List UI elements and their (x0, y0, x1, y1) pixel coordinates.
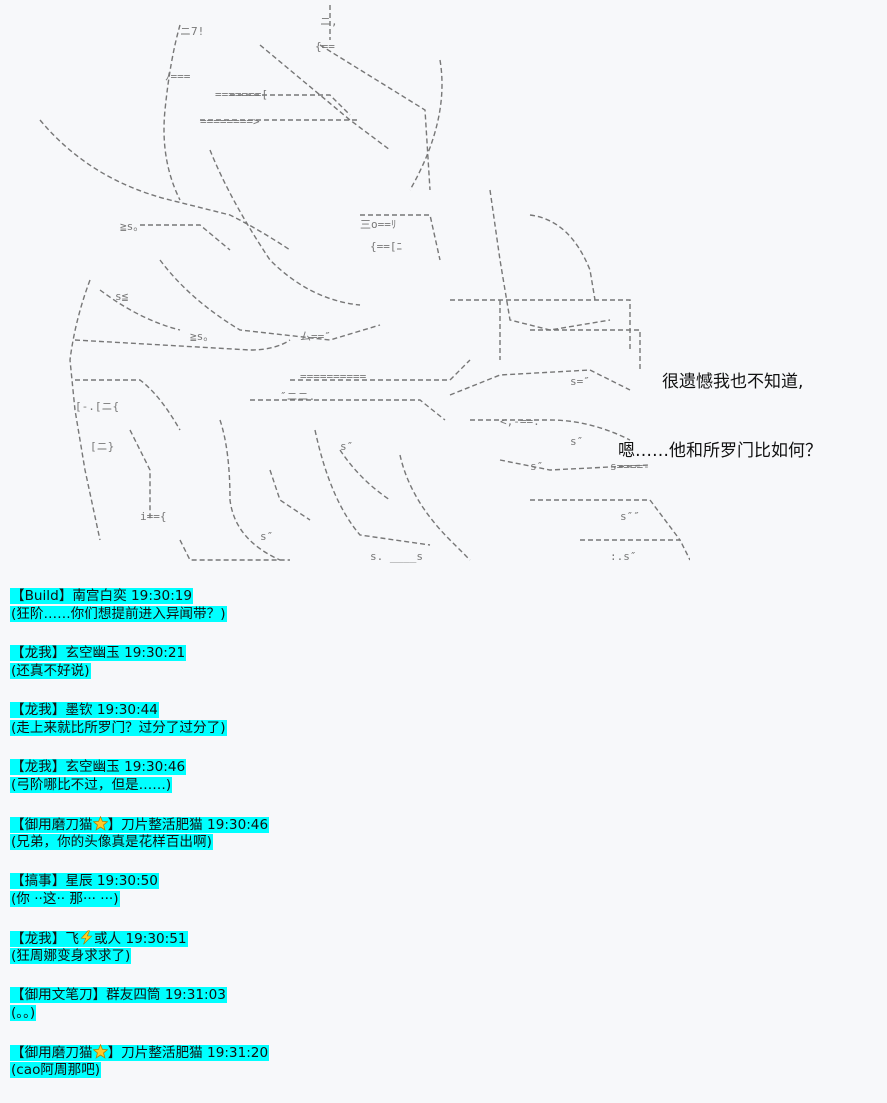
user-name: 南宫白奕 (72, 588, 127, 604)
user-name-suffix: 或人 (93, 931, 122, 947)
chat-message: 【龙我】玄空幽玉 19:30:21 (还真不好说) (10, 645, 880, 681)
svg-text:ニ7!: ニ7! (180, 25, 204, 38)
message-header: 【龙我】玄空幽玉 19:30:21 (10, 645, 187, 661)
speech-text: 很遗憾我也不知道, 嗯……他和所罗门比如何？ (618, 325, 878, 486)
timestamp: 19:30:46 (207, 817, 269, 833)
user-tag: 【御用磨刀猫】 (11, 816, 122, 833)
svg-text:[-.[ニ{: [-.[ニ{ (75, 400, 119, 413)
user-tag-suffix: 】 (107, 817, 122, 833)
svg-text:s. ____s: s. ____s (370, 550, 423, 563)
svg-text:ニ,: ニ, (320, 15, 338, 28)
svg-text:[ニ}: [ニ} (90, 440, 114, 453)
timestamp: 19:31:03 (164, 987, 226, 1003)
svg-text:s″: s″ (260, 530, 273, 543)
message-text: (你 ··这·· 那··· ···) (10, 891, 120, 907)
user-name: 飞或人 (65, 930, 122, 947)
speech-line-1: 很遗憾我也不知道, (662, 372, 804, 392)
message-text: (狂周娜变身求求了) (10, 948, 132, 964)
chat-message: 【龙我】飞或人 19:30:51 (狂周娜变身求求了) (10, 930, 880, 966)
timestamp: 19:30:21 (124, 645, 186, 661)
svg-text:=======[: =======[ (215, 88, 268, 101)
lightning-icon (80, 930, 93, 945)
user-tag: 【搞事】 (11, 873, 66, 889)
user-name: 玄空幽玉 (65, 759, 120, 775)
svg-text:s≦: s≦ (115, 290, 129, 303)
user-tag: 【御用文笔刀】 (11, 987, 107, 1003)
speech-line-2: 嗯……他和所罗门比如何？ (618, 441, 822, 461)
svg-text:{==[ﾆ: {==[ﾆ (370, 240, 402, 253)
timestamp: 19:30:46 (124, 759, 186, 775)
user-name: 群友四筒 (106, 987, 161, 1003)
svg-text:s″: s″ (570, 435, 583, 448)
svg-text:三o==ﾘ: 三o==ﾘ (360, 218, 396, 231)
user-tag: 【龙我】 (11, 702, 66, 718)
user-name: 墨钦 (65, 702, 93, 718)
svg-text:s″: s″ (530, 460, 543, 473)
user-tag: 【龙我】 (11, 931, 66, 947)
message-header: 【Build】南宫白奕 19:30:19 (10, 588, 194, 604)
user-name: 星辰 (65, 873, 93, 889)
timestamp: 19:30:51 (125, 931, 187, 947)
message-header: 【龙我】飞或人 19:30:51 (10, 930, 188, 947)
timestamp: 19:30:19 (131, 588, 193, 604)
svg-text:≧s。: ≧s。 (120, 220, 144, 233)
svg-text:″ニニ.: ″ニニ. (280, 390, 315, 403)
user-tag: 【龙我】 (11, 645, 66, 661)
timestamp: 19:30:44 (96, 702, 158, 718)
chat-message: 【龙我】玄空幽玉 19:30:46 (弓阶哪比不过，但是……) (10, 759, 880, 795)
user-tag: 【Build】 (11, 588, 73, 604)
message-text: (。。) (10, 1005, 37, 1021)
user-name-prefix: 飞 (65, 931, 79, 947)
svg-text:≧s。: ≧s。 (190, 330, 214, 343)
message-text: (弓阶哪比不过，但是……) (10, 777, 173, 793)
svg-text:s″″: s″″ (620, 510, 640, 523)
user-tag-prefix: 【御用磨刀猫 (11, 1045, 93, 1061)
chat-message: 【御用磨刀猫】刀片整活肥猫 19:30:46 (兄弟，你的头像真是花样百出啊) (10, 816, 880, 852)
user-name: 刀片整活肥猫 (121, 1045, 203, 1061)
svg-text::.s″: :.s″ (610, 550, 637, 563)
chat-message: 【Build】南宫白奕 19:30:19 (狂阶……你们想提前进入异闻带？) (10, 588, 880, 624)
svg-text:s=″: s=″ (570, 375, 590, 388)
message-header: 【御用磨刀猫】刀片整活肥猫 19:30:46 (10, 816, 270, 833)
message-text: (cao阿周那吧) (10, 1062, 102, 1078)
svg-text:s″: s″ (340, 440, 353, 453)
star-icon (92, 1044, 108, 1059)
svg-text:{==: {== (315, 40, 335, 53)
timestamp: 19:30:50 (96, 873, 158, 889)
message-header: 【龙我】玄空幽玉 19:30:46 (10, 759, 187, 775)
message-header: 【搞事】星辰 19:30:50 (10, 873, 159, 889)
user-name: 玄空幽玉 (65, 645, 120, 661)
message-text: (还真不好说) (10, 663, 91, 679)
message-header: 【御用磨刀猫】刀片整活肥猫 19:31:20 (10, 1044, 270, 1061)
message-text: (狂阶……你们想提前进入异闻带？) (10, 606, 227, 622)
chat-message: 【搞事】星辰 19:30:50 (你 ··这·· 那··· ···) (10, 873, 880, 909)
message-header: 【龙我】墨钦 19:30:44 (10, 702, 159, 718)
svg-text:ﾉ===: ﾉ=== (165, 70, 191, 83)
message-text: (兄弟，你的头像真是花样百出啊) (10, 834, 213, 850)
star-icon (92, 816, 108, 831)
svg-text:i=={: i=={ (140, 510, 167, 523)
user-tag-suffix: 】 (107, 1045, 122, 1061)
message-header: 【御用文笔刀】群友四筒 19:31:03 (10, 987, 227, 1003)
svg-text:==========: ========== (300, 370, 367, 383)
svg-text:ム==″: ム==″ (300, 330, 331, 343)
ascii-art-illustration: ニ7! ニ, {== ﾉ=== =======[ ========> ≧s。 三… (30, 0, 691, 575)
user-tag-prefix: 【御用磨刀猫 (11, 817, 93, 833)
timestamp: 19:31:20 (207, 1045, 269, 1061)
svg-text:========>: ========> (200, 115, 260, 128)
chat-message: 【龙我】墨钦 19:30:44 (走上来就比所罗门？过分了过分了) (10, 702, 880, 738)
chat-message: 【御用文笔刀】群友四筒 19:31:03 (。。) (10, 987, 880, 1023)
user-tag: 【龙我】 (11, 759, 66, 775)
user-name: 刀片整活肥猫 (121, 817, 203, 833)
user-tag: 【御用磨刀猫】 (11, 1044, 122, 1061)
svg-text:s====-: s====- (610, 460, 650, 473)
chat-log: 【Build】南宫白奕 19:30:19 (狂阶……你们想提前进入异闻带？) 【… (10, 588, 880, 1101)
chat-message: 【御用磨刀猫】刀片整活肥猫 19:31:20 (cao阿周那吧) (10, 1044, 880, 1080)
svg-text:<,-==.: <,-==. (500, 415, 540, 428)
message-text: (走上来就比所罗门？过分了过分了) (10, 720, 227, 736)
ascii-art-drawing: ニ7! ニ, {== ﾉ=== =======[ ========> ≧s。 三… (39, 5, 691, 563)
